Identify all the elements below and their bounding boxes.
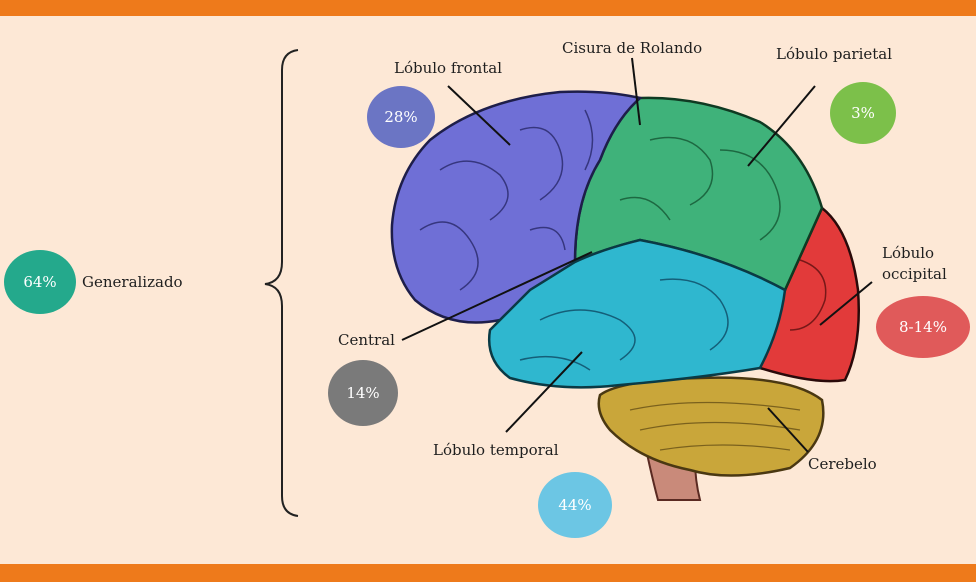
parietal-label: Lóbulo parietal xyxy=(776,45,893,63)
temporal-percent: 44% xyxy=(558,496,592,514)
leader-occipital xyxy=(819,281,873,326)
occipital-lobe xyxy=(758,206,861,383)
occipital-label-line1: Lóbulo xyxy=(882,244,935,262)
cerebellum xyxy=(597,376,825,477)
frontal-percent: 28% xyxy=(384,108,418,126)
leader-central xyxy=(401,251,593,341)
frontal-percent-bubble: 28% xyxy=(367,86,435,148)
occipital-percent-bubble: 8-14% xyxy=(876,296,970,358)
occipital-label-line2: occipital xyxy=(882,265,947,283)
top-frame-bar xyxy=(0,0,976,16)
bottom-frame-bar xyxy=(0,564,976,582)
leader-parietal xyxy=(747,85,816,167)
parietal-percent-bubble: 3% xyxy=(830,82,896,144)
temporal-percent-bubble: 44% xyxy=(538,472,612,538)
frontal-label: Lóbulo frontal xyxy=(394,59,503,77)
occipital-percent: 8-14% xyxy=(899,318,947,336)
temporal-label: Lóbulo temporal xyxy=(433,441,559,459)
generalized-percent: 64% xyxy=(23,273,57,291)
parietal-percent: 3% xyxy=(851,104,875,122)
leader-frontal xyxy=(447,85,511,146)
leader-temporal xyxy=(505,351,583,433)
central-percent-bubble: 14% xyxy=(328,360,398,426)
frontal-lobe xyxy=(390,90,643,324)
central-percent: 14% xyxy=(346,384,380,402)
cerebelo-label: Cerebelo xyxy=(808,455,877,473)
generalized-percent-bubble: 64% xyxy=(4,250,76,314)
leader-cerebelo xyxy=(767,407,809,453)
central-label: Central xyxy=(338,331,395,349)
leader-rolando xyxy=(631,57,641,126)
grouping-brace xyxy=(264,49,299,517)
generalized-label: Generalizado xyxy=(82,273,183,291)
temporal-lobe xyxy=(487,238,787,389)
rolando-label: Cisura de Rolando xyxy=(562,39,703,57)
